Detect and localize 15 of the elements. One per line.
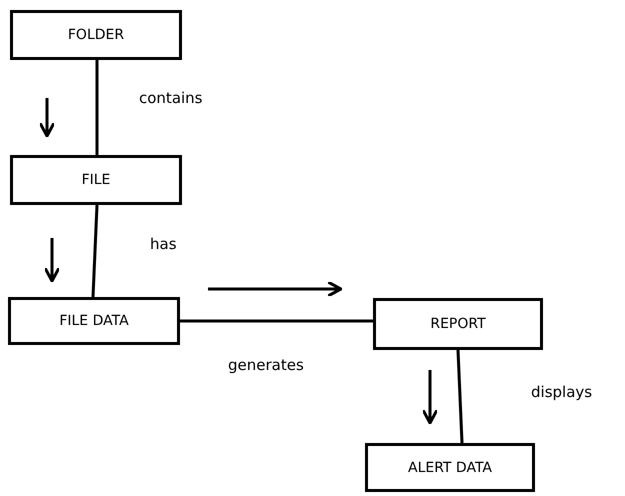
- process-box: [10, 10, 182, 60]
- process-box: [365, 443, 535, 492]
- connector-line: [92, 204, 98, 298]
- box-label: FILE DATA: [59, 313, 129, 329]
- connector-line: [456, 350, 464, 444]
- box-label: ALERT DATA: [408, 460, 492, 476]
- box-label: REPORT: [430, 316, 486, 332]
- process-box: [373, 298, 543, 350]
- connector-line: [180, 320, 373, 322]
- connector-line: [96, 60, 98, 155]
- box-label: FILE: [82, 172, 110, 188]
- box-label: FOLDER: [68, 27, 124, 43]
- edge-label: displays: [529, 383, 594, 401]
- process-box: [8, 297, 180, 345]
- process-box: [10, 155, 182, 205]
